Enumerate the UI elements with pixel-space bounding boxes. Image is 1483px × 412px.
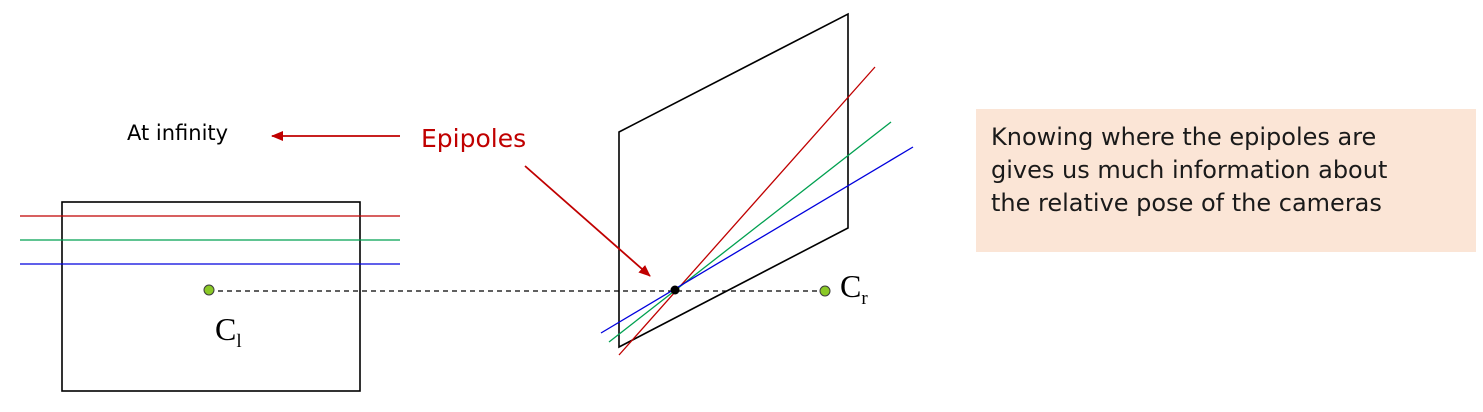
right-epipole — [670, 285, 680, 295]
info-note-line: gives us much information about — [991, 156, 1388, 184]
info-note: Knowing where the epipoles are gives us … — [976, 109, 1476, 252]
left-camera-label-sub: l — [236, 331, 241, 352]
at-infinity-label: At infinity — [127, 121, 228, 145]
info-note-line: Knowing where the epipoles are — [991, 123, 1377, 151]
epipoles-label: Epipoles — [421, 124, 526, 153]
left-image-plane — [61, 201, 361, 392]
left-camera-center — [203, 284, 215, 296]
arrow-to-epipole — [524, 165, 651, 277]
right-epipolar-line-blue — [600, 146, 914, 334]
right-camera-label-sub: r — [861, 288, 868, 309]
right-camera-center — [819, 285, 831, 297]
right-image-plane — [618, 12, 849, 349]
info-note-line: the relative pose of the cameras — [991, 189, 1382, 217]
right-camera-label: Cr — [840, 268, 868, 309]
left-camera-label: Cl — [215, 311, 242, 352]
left-camera-label-base: C — [215, 311, 236, 347]
right-epipolar-line-green — [608, 121, 892, 343]
right-camera-label-base: C — [840, 268, 861, 304]
right-epipolar-line-red — [618, 66, 876, 356]
